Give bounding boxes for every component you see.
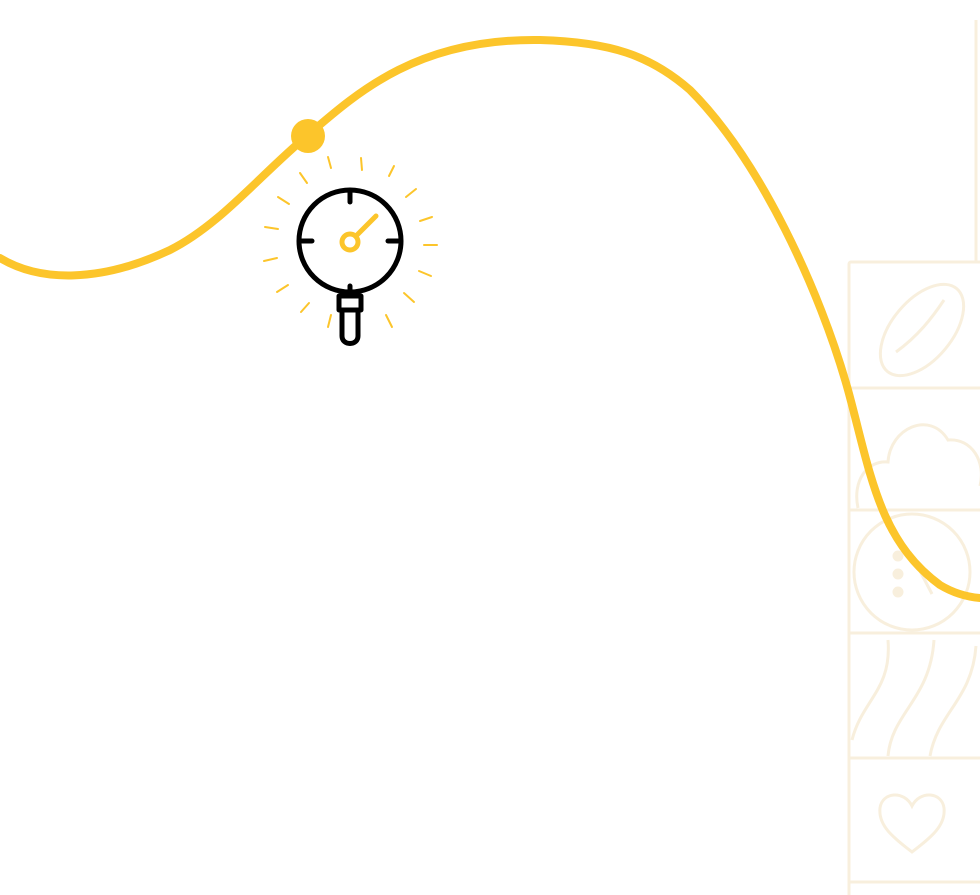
cookie-icon	[852, 512, 972, 632]
heart-icon	[878, 793, 946, 854]
coffee-bean-icon	[878, 282, 966, 378]
pattern-frame	[847, 260, 980, 895]
winding-path-line	[0, 35, 980, 602]
gauge-needle	[339, 213, 379, 253]
decorative-pattern-strip	[847, 20, 980, 895]
wave-icon	[850, 639, 978, 757]
gauge-stem	[336, 283, 364, 346]
path-marker-dot	[291, 119, 325, 153]
gauge-dial	[296, 187, 404, 346]
pressure-gauge-icon	[263, 156, 438, 346]
cloud-icon	[855, 423, 980, 509]
gauge-glow-rays	[263, 156, 438, 328]
